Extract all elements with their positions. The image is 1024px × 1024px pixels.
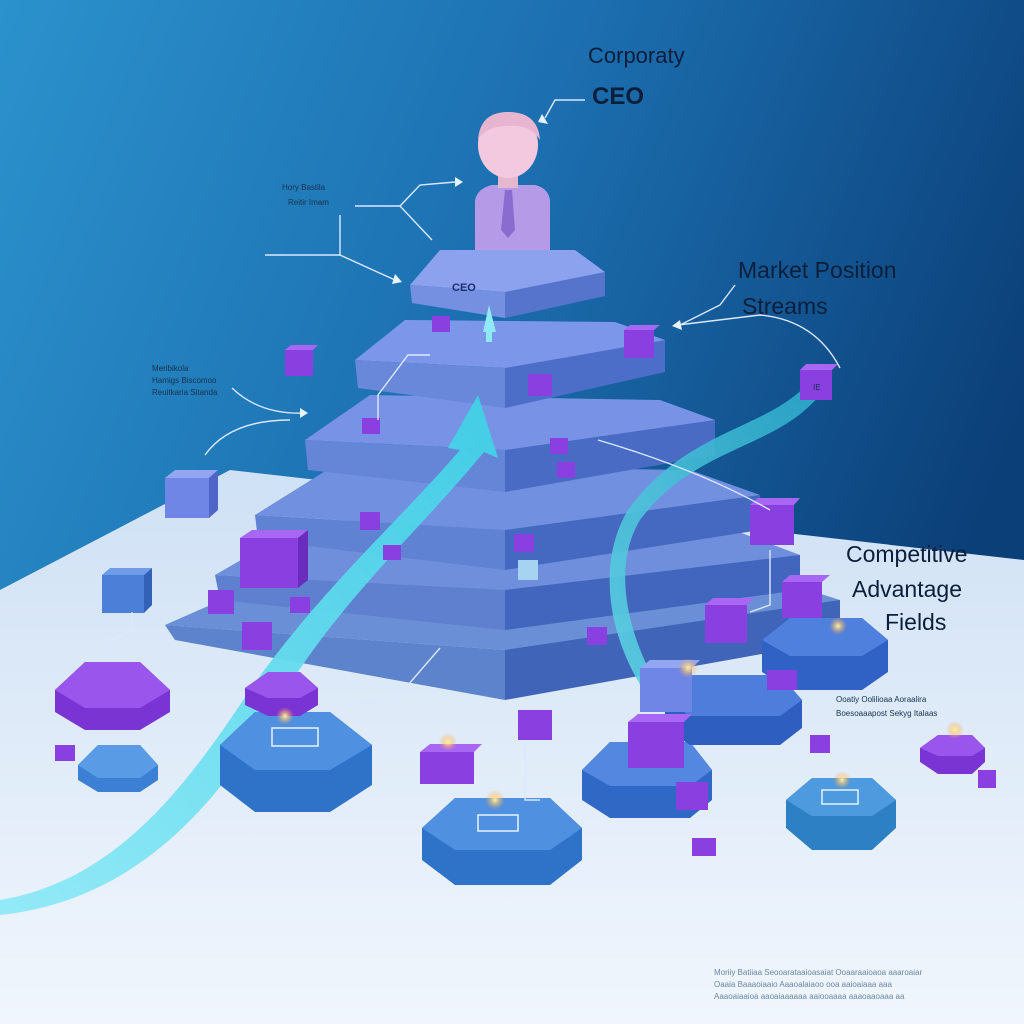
ribbon-stream <box>609 375 830 692</box>
data-cube-icon <box>676 782 708 810</box>
hexagon-platform-icon <box>920 735 985 774</box>
arrowheads <box>300 114 682 418</box>
data-cube-icon <box>750 498 800 545</box>
apex-tier-label: CEO <box>452 282 476 294</box>
data-cube-icon <box>692 838 716 856</box>
data-cube-icon <box>767 670 797 690</box>
data-cube-icon <box>208 590 234 614</box>
data-cube-icon <box>978 770 996 788</box>
data-cube-icon <box>102 568 152 613</box>
data-cube-icon <box>782 575 830 618</box>
left-note-upper-line1: Hory Bastila <box>282 183 326 192</box>
data-cube-icon: IE <box>800 364 838 400</box>
data-cube-icon <box>383 545 401 560</box>
data-cube-icon <box>528 374 552 396</box>
data-cube-icon <box>55 745 75 761</box>
hexagon-platform-icon <box>220 712 372 812</box>
data-cube-icon <box>290 597 310 613</box>
data-cube-icon <box>242 622 272 650</box>
footer-line3: Aaaoaiaaioa aaoaiaaaaaa aaiooaaaa aaaoaa… <box>714 992 905 1001</box>
right-note-line1: Ooatiy Oolilioaa Aoraalira <box>836 695 927 704</box>
left-note-mid-line1: Meribikola <box>152 364 189 373</box>
footer-line1: Moriiy Batiiaa Seooarataaioasaiat Ooaara… <box>714 968 922 977</box>
data-cube-icon <box>518 560 538 580</box>
data-cube-icon <box>432 316 450 332</box>
platforms <box>55 618 985 885</box>
data-cube-icon <box>514 534 534 552</box>
data-cube-icon <box>705 598 754 643</box>
person-bust-icon <box>475 112 550 250</box>
competitive-label-line1: Competitive <box>846 541 967 567</box>
svg-text:IE: IE <box>813 383 821 392</box>
data-cube-icon <box>810 735 830 753</box>
market-position-label-line2: Streams <box>742 293 828 319</box>
data-cube-icon <box>165 470 218 518</box>
glow-lights <box>276 617 964 810</box>
tier-arrow-icon <box>483 305 496 342</box>
data-cube-icon <box>518 710 552 740</box>
hexagon-platform-icon <box>55 662 170 730</box>
corporate-label: Corporaty <box>588 43 685 68</box>
left-note-upper-line2: Reitir Imam <box>288 198 329 207</box>
data-cube-icon <box>628 714 692 768</box>
hexagon-platform-icon <box>78 745 158 792</box>
right-note-line2: Boesoaaapost Sekyg Italaas <box>836 709 937 718</box>
left-note-mid-line3: Reuitkaria Sitanda <box>152 388 218 397</box>
hexagon-platform-icon <box>422 798 582 885</box>
data-cube-icon <box>587 627 607 645</box>
data-cube-icon <box>624 325 660 358</box>
footer-line2: Oaaia Baaaoiaaio Aaaoalaiaoo ooa aaioaia… <box>714 980 892 989</box>
ceo-label: CEO <box>592 83 644 110</box>
competitive-label-line2: Advantage <box>852 576 962 602</box>
data-cube-icon <box>550 438 568 454</box>
competitive-label-line3: Fields <box>885 609 946 635</box>
left-note-mid-line2: Hamigs Biscomoo <box>152 376 217 385</box>
data-cube-icon <box>362 418 380 434</box>
hexagon-platform-icon <box>245 672 318 716</box>
data-cube-icon <box>557 462 575 478</box>
market-position-label-line1: Market Position <box>738 257 897 283</box>
data-cube-icon <box>240 530 308 588</box>
hexagon-platform-icon <box>786 778 896 850</box>
connector-lines <box>109 99 841 801</box>
data-cube-icon <box>360 512 380 530</box>
data-cube-icon <box>285 345 318 376</box>
